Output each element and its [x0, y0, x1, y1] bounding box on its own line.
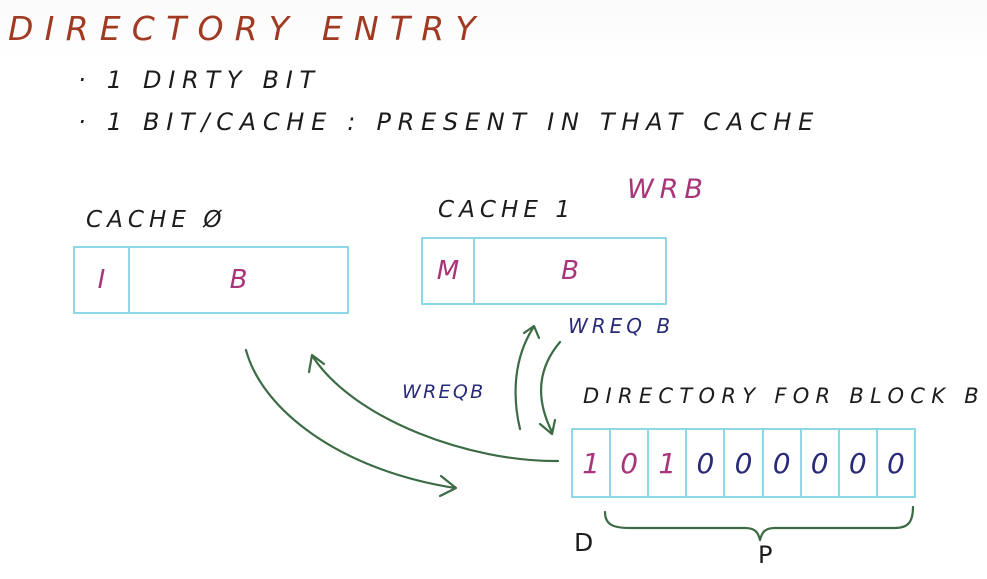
arrow-cache1-to-directory-head [538, 418, 557, 436]
bullet-present-bit: · 1 BIT/CACHE : PRESENT IN THAT CACHE [78, 108, 820, 136]
cache0-data-cell: B [229, 265, 248, 295]
arrow-cache0-to-directory-head [438, 474, 458, 498]
arrow-directory-to-cache1 [514, 326, 535, 431]
directory-present-bit-0: 0 [611, 430, 650, 496]
arrow-directory-to-cache0-head [307, 353, 326, 374]
cache0-state-cell: I [75, 248, 130, 312]
directory-present-bit-1: 1 [649, 430, 688, 496]
directory-dirty-bit: 1 [573, 430, 612, 496]
cache1-write-note: WRB [627, 174, 709, 205]
arrow-cache0-to-directory [244, 348, 457, 490]
arrow-directory-to-cache1-head [522, 324, 541, 340]
page-title: DIRECTORY ENTRY [8, 9, 487, 48]
directory-present-bit-2: 0 [687, 430, 726, 496]
cache1-state-cell: M [423, 239, 475, 303]
cache1-data-cell: B [561, 256, 579, 286]
present-bits-label: P [758, 541, 778, 569]
directory-present-bit-4: 0 [764, 430, 802, 496]
directory-entry: 1 0 1 0 0 0 0 0 0 [571, 428, 916, 498]
directory-present-bit-6: 0 [840, 430, 878, 496]
arrow-directory-to-cache0 [311, 355, 560, 463]
cache0-label: CACHE Ø [86, 207, 227, 233]
wreq-label-cache0: WREQB [402, 381, 486, 403]
cache1-label: CACHE 1 [438, 197, 576, 223]
directory-present-bit-5: 0 [802, 430, 840, 496]
presence-bits-brace [603, 505, 915, 542]
directory-present-bit-7: 0 [887, 446, 905, 480]
directory-label: DIRECTORY FOR BLOCK B [583, 384, 986, 408]
bullet-dirty-bit: · 1 DIRTY BIT [78, 66, 321, 94]
dirty-bit-label: D [574, 528, 599, 557]
arrow-cache1-to-directory [540, 340, 562, 434]
cache1-block: M B [421, 237, 667, 305]
cache0-block: I B [73, 246, 349, 314]
wreq-label-cache1: WREQ B [568, 314, 675, 338]
directory-present-bit-3: 0 [725, 430, 764, 496]
